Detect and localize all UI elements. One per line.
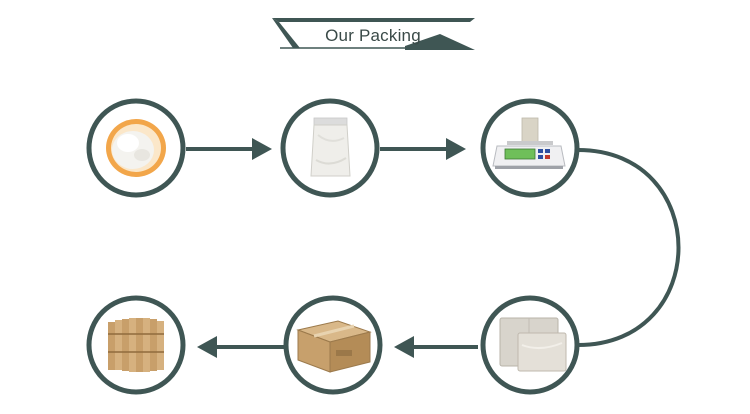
banner-top-bar bbox=[272, 18, 475, 22]
step-weighing-scale bbox=[480, 98, 580, 198]
drums-icon bbox=[108, 318, 164, 372]
title-banner bbox=[272, 18, 475, 50]
banner-left-slant bbox=[272, 18, 300, 48]
step-foil-bags bbox=[480, 295, 580, 395]
step-stacked-drums bbox=[86, 295, 186, 395]
flow-arrows bbox=[186, 138, 681, 358]
arrow-1-head bbox=[252, 138, 272, 160]
foil-bag-icon bbox=[499, 317, 567, 372]
carton-box-icon bbox=[296, 320, 372, 373]
step-sealed-bag bbox=[280, 98, 380, 198]
sealed-bag-icon bbox=[310, 117, 351, 177]
banner-bottom-wedge bbox=[405, 34, 475, 50]
arrow-4-head bbox=[197, 336, 217, 358]
scale-icon bbox=[492, 117, 566, 169]
page-title: Our Packing bbox=[325, 26, 421, 45]
arrow-2-head bbox=[446, 138, 466, 160]
step-carton-box bbox=[283, 295, 383, 395]
powder-bowl-icon bbox=[106, 119, 166, 177]
curve-connector bbox=[577, 148, 681, 347]
arrow-3-head bbox=[394, 336, 414, 358]
step-powder-bowl bbox=[86, 98, 186, 198]
